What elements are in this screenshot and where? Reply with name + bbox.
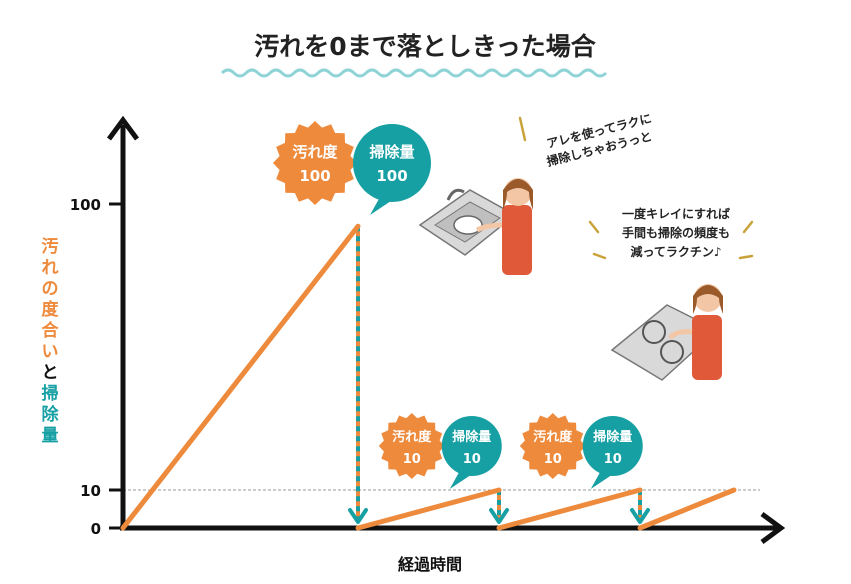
dirt-line-segment: [120, 223, 361, 531]
y-axis-label-char: 量: [42, 425, 59, 446]
dirt-badge: 汚れ度 10: [378, 413, 445, 479]
chart-title: 汚れを0まで落としきった場合: [254, 32, 596, 61]
clean-badge: 掃除量 100: [353, 124, 431, 215]
title-wave-decoration: [220, 68, 608, 78]
dirt-badge: 汚れ度 10: [519, 413, 586, 479]
annotation-line: 減ってラクチン♪: [630, 244, 721, 259]
dirt-line-segment: [355, 487, 502, 531]
y-axis-label-part: と: [42, 363, 59, 383]
clean-badge: 掃除量 10: [582, 416, 643, 489]
y-axis-label-part: 掃除量: [42, 384, 60, 446]
cleaning-drop: [489, 490, 509, 524]
dirt-badge-value: 100: [299, 167, 330, 185]
y-axis-label-char: 合: [42, 320, 60, 341]
y-axis-label-char: の: [42, 279, 59, 299]
y-axis-label-char: れ: [42, 258, 59, 278]
y-tick-label: 10: [80, 482, 101, 500]
x-axis-label: 経過時間: [398, 555, 462, 574]
y-tick-label: 0: [91, 520, 101, 538]
clean-badge: 掃除量 10: [441, 416, 502, 489]
dirt-line-segment: [637, 487, 737, 531]
dirt-badge-label: 汚れ度: [533, 429, 573, 445]
dirt-line-segment: [496, 487, 643, 531]
dirt-badge-label: 汚れ度: [392, 429, 432, 445]
clean-badge-label: 掃除量: [369, 143, 414, 161]
clean-badge-value: 10: [463, 452, 481, 467]
y-axis-arrow: [106, 115, 140, 141]
y-axis-label-char: 掃: [42, 384, 59, 404]
y-tick-label: 100: [70, 196, 101, 214]
clean-badge-label: 掃除量: [593, 429, 632, 445]
dirt-badge-value: 10: [403, 452, 421, 467]
woman-cleaning-stove-icon: [610, 284, 723, 381]
y-axis-label-char: 除: [42, 404, 60, 425]
annotation-line: 一度キレイにすれば: [622, 206, 730, 221]
cleaning-drop: [348, 226, 368, 524]
cleaning-drop: [630, 490, 650, 524]
dirt-badge-value: 10: [544, 452, 562, 467]
dirt-badge: 汚れ度 100: [273, 121, 357, 205]
emphasis-marks: [518, 116, 754, 260]
y-axis-label-char: 汚: [42, 236, 59, 257]
y-axis-label-char: い: [42, 342, 59, 362]
dirt-badge-label: 汚れ度: [292, 143, 338, 161]
clean-badge-value: 10: [604, 452, 622, 467]
x-axis-arrow: [760, 511, 786, 545]
clean-badge-label: 掃除量: [452, 429, 491, 445]
y-axis-label-char: と: [42, 363, 59, 383]
woman-washing-dishes-icon: [418, 178, 533, 275]
y-axis-label-char: 度: [42, 299, 60, 320]
clean-badge-value: 100: [376, 167, 407, 185]
annotation-line: 手間も掃除の頻度も: [622, 225, 730, 240]
